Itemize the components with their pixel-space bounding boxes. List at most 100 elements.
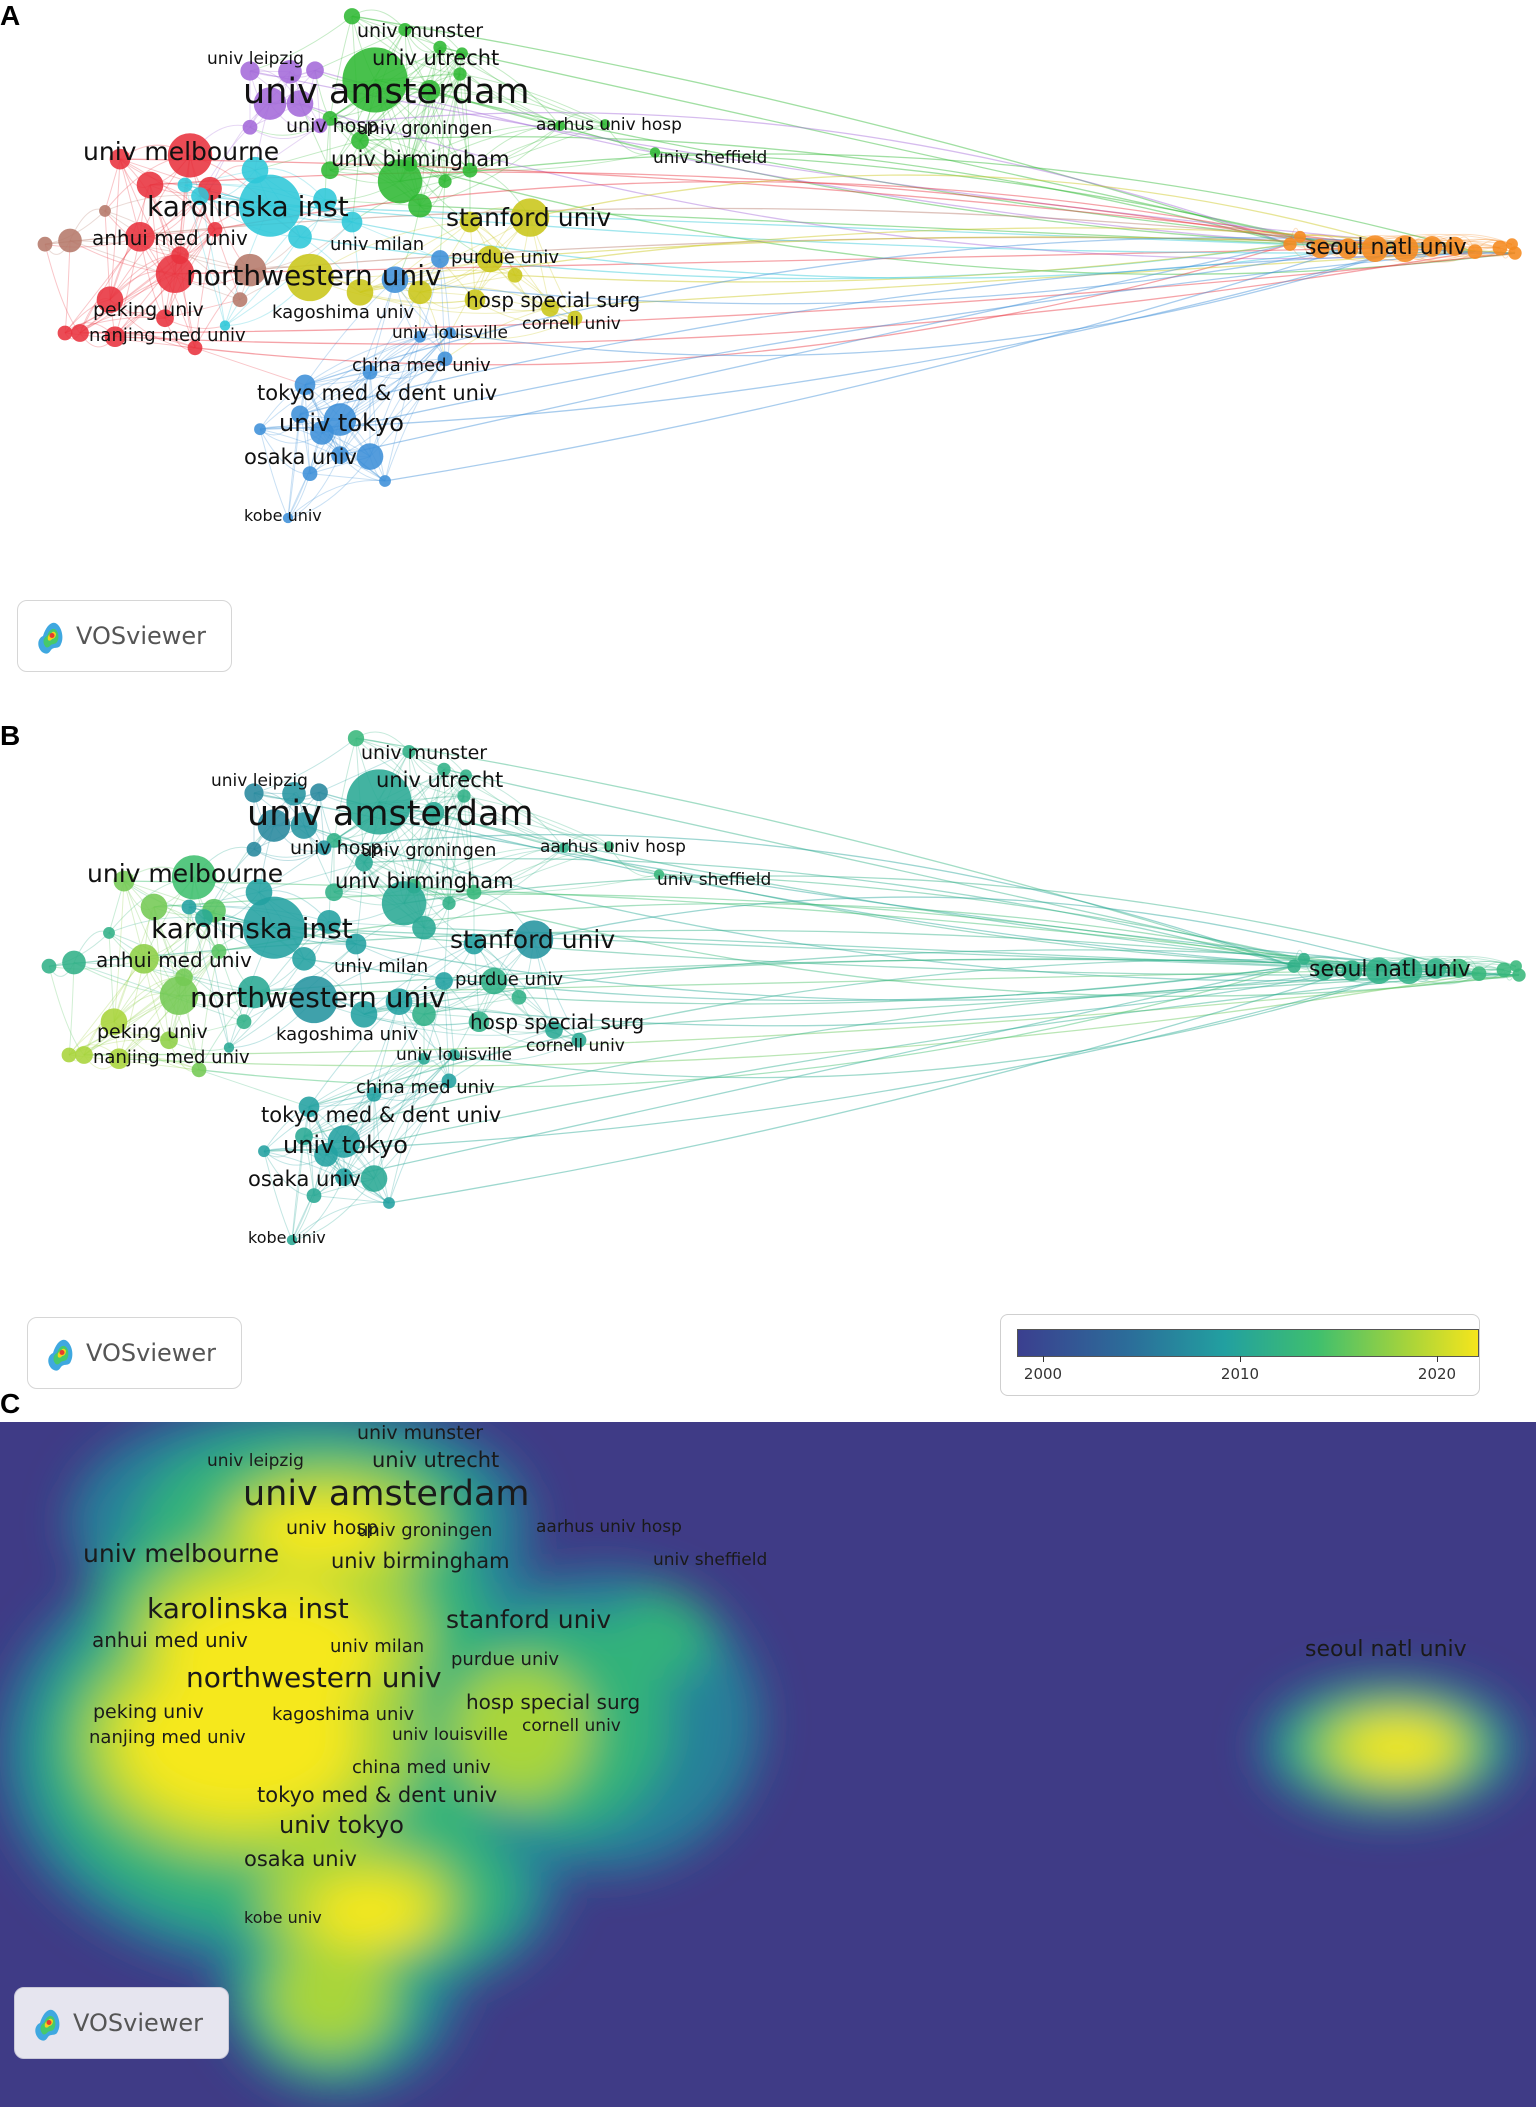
panel-a-edge [359, 269, 516, 293]
panel-a-node-purple [278, 59, 302, 84]
panel-a-edge [329, 117, 471, 171]
panel-b-node-cyan [345, 933, 367, 955]
panel-b-edge [413, 885, 1520, 997]
panel-b-node-red [160, 1031, 178, 1050]
panel-a-node-red [57, 325, 73, 341]
panel-a-label-peking-univ: peking univ [93, 299, 204, 322]
legend-label-2010: 2010 [1220, 1365, 1260, 1383]
panel-b-label-univ-groningen: univ groningen [361, 839, 497, 861]
panel-a-edge [304, 332, 451, 386]
panel-a-edge [559, 125, 656, 153]
panel-a-edge [69, 240, 251, 271]
panel-b-label-karolinska-inst: karolinska inst [151, 911, 353, 945]
panel-b-node-green [460, 769, 472, 782]
panel-b-label-purdue-univ: purdue univ [455, 969, 564, 991]
panel-a-node-green [377, 159, 423, 204]
panel-b-edge [318, 751, 410, 793]
panel-b-edge [465, 774, 565, 849]
panel-a-edge [304, 336, 421, 386]
panel-b-edge [153, 906, 170, 1041]
panel-a-node-cyan [191, 187, 209, 205]
panel-b-node-cyan [181, 899, 197, 915]
panel-a-label-univ-munster: univ munster [357, 20, 484, 43]
panel-b-edge [473, 845, 610, 893]
panel-a-edge [654, 151, 1349, 250]
panel-a-edge [449, 317, 576, 340]
panel-b-edge [533, 896, 1410, 972]
panel-b-edge [355, 737, 465, 797]
panel-b-edge [355, 737, 435, 813]
panel-b-edge [363, 949, 1460, 1015]
panel-b-edge [253, 737, 357, 794]
panel-b-node-yellow [350, 1000, 378, 1028]
panel-b-label-univ-utrecht: univ utrecht [376, 767, 504, 792]
panel-a-edge [329, 73, 461, 171]
panel-b-label-peking-univ: peking univ [97, 1021, 208, 1044]
panel-b-edge [1351, 957, 1460, 972]
panel-b-edge [473, 943, 580, 1041]
panel-a-edge [469, 123, 606, 171]
panel-b-edge [465, 775, 475, 893]
panel-b-edge [203, 917, 1480, 976]
panel-a-node-red [171, 246, 189, 265]
panel-b-node-orange [1496, 962, 1512, 978]
panel-b-edge [363, 774, 467, 864]
panel-b-node-blue [306, 1188, 322, 1203]
panel-a-edge [404, 29, 411, 165]
panel-a-edge [369, 358, 446, 379]
panel-a-label-anhui-med-univ: anhui med univ [92, 226, 248, 251]
panel-a-node-blue [356, 443, 384, 470]
panel-b-edge [388, 1080, 450, 1204]
panel-b-edge [363, 991, 520, 1015]
panel-a-node-cyan [288, 224, 312, 249]
panel-b-node-blue [286, 1234, 298, 1246]
panel-a-edge [439, 46, 606, 125]
panel-b-edge [318, 791, 1520, 976]
panel-a-vosviewer-badge: VOSviewer [17, 600, 232, 672]
panel-a-edge [439, 47, 446, 182]
panel-a-node-green [453, 67, 467, 81]
panel-b-label-univ-hosp: univ hosp [290, 836, 383, 859]
panel-a-node-green [456, 47, 468, 60]
panel-b-edge [518, 965, 1295, 1005]
panel-b-node-green [325, 883, 343, 902]
panel-b-edge [373, 1058, 425, 1179]
panel-a-nodes [37, 8, 1522, 524]
panel-a-label-nanjing-med-univ: nanjing med univ [89, 324, 246, 346]
panel-a-edge [299, 252, 1516, 416]
legend-label-2000: 2000 [1023, 1365, 1063, 1383]
panel-a-edge [329, 16, 353, 119]
panel-c-letter: C [0, 1388, 21, 1419]
panel-b-node-red [159, 976, 199, 1016]
panel-b-edge [1351, 970, 1480, 985]
panel-c-density-map [0, 1422, 1536, 2107]
panel-b-node-yellow [511, 989, 527, 1005]
panel-b-edge [228, 921, 330, 1048]
panel-a-node-yellow [286, 253, 334, 302]
panel-b-node-green [347, 730, 365, 747]
panel-c-label-univ-milan: univ milan [330, 1635, 425, 1657]
panel-b-node-yellow [480, 967, 508, 995]
panel-b-nodes [41, 730, 1526, 1246]
panel-a-edge [249, 15, 353, 72]
panel-b-node-red [140, 893, 168, 921]
panel-b-edge [363, 943, 475, 1015]
panel-b-edge [443, 769, 475, 893]
legend-tick-2000 [1043, 1356, 1044, 1362]
panel-a-edge [259, 429, 289, 519]
panel-a-node-red [136, 171, 164, 199]
panel-a-node-blue [282, 512, 294, 524]
panel-a-node-yellow [510, 198, 550, 237]
panel-b-edge [308, 1106, 390, 1204]
panel-b-label-seoul-natl-univ: seoul natl univ [1309, 956, 1471, 982]
panel-b-node-orange [1471, 966, 1487, 981]
panel-b-node-orange [1287, 959, 1301, 973]
panel-a-edge [409, 47, 441, 165]
panel-b-label-univ-tokyo: univ tokyo [283, 1130, 408, 1159]
panel-a-edge [419, 286, 551, 309]
panel-a-node-red [96, 286, 124, 314]
panel-b-node-blue [314, 1143, 338, 1167]
panel-b-node-green [355, 853, 373, 872]
panel-b-node-red [61, 1047, 77, 1063]
panel-b-node-blue [258, 1145, 270, 1158]
